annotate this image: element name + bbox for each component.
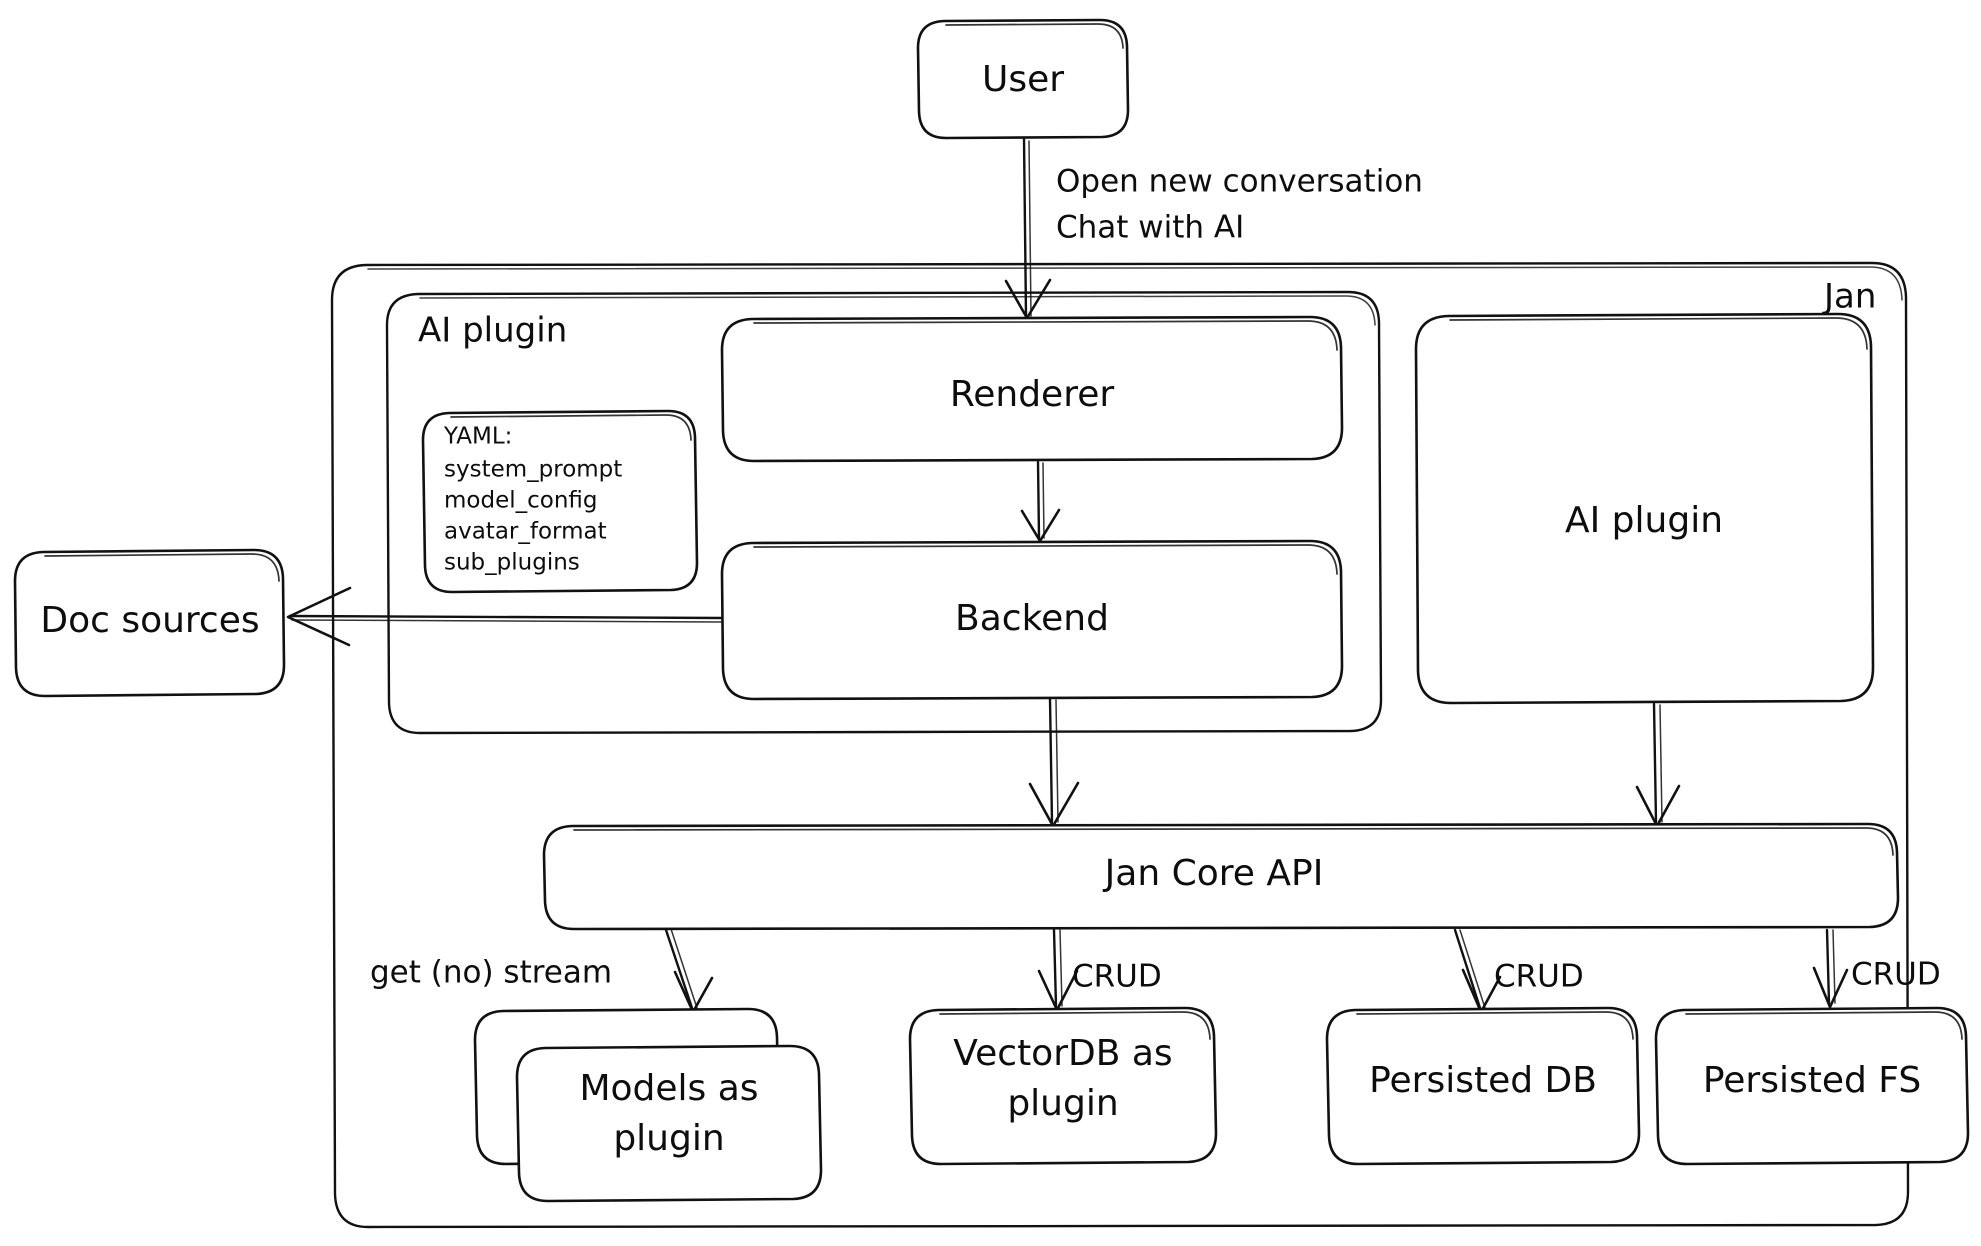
yaml-line-0: YAML: <box>443 424 512 450</box>
persisted-fs-box[interactable] <box>1654 1006 1970 1166</box>
doc-sources-box-sketch <box>44 553 280 582</box>
yaml-line-3: avatar_format <box>444 519 607 545</box>
container-jan-label: Jan <box>1822 277 1876 317</box>
container-ai-plugin-group-label: AI plugin <box>418 311 567 351</box>
edge-core-models-line <box>664 928 694 1010</box>
node-doc-sources[interactable]: Doc sources <box>13 548 286 698</box>
edge-core-vectordb-line-sketch <box>1059 929 1063 1007</box>
ai-plugin-right-label: AI plugin <box>1565 500 1723 541</box>
node-persisted-fs[interactable]: Persisted FS <box>1654 1006 1970 1166</box>
vectordb-as-plugin-label-line2: plugin <box>1007 1083 1118 1124</box>
yaml-box[interactable] <box>421 409 699 594</box>
edge-renderer-backend-arrowhead <box>1020 508 1061 543</box>
jan-core-api-box[interactable] <box>542 822 1900 931</box>
edge-label-crud-vectordb: CRUD <box>1072 959 1162 995</box>
persisted-fs-label: Persisted FS <box>1703 1060 1921 1101</box>
models-as-plugin-label-line2: plugin <box>613 1118 724 1159</box>
node-jan-core-api[interactable]: Jan Core API <box>542 822 1900 931</box>
backend-box-sketch <box>753 544 1338 575</box>
edge-backend-docsources-line <box>288 614 724 620</box>
persisted-db-box[interactable] <box>1325 1006 1641 1166</box>
renderer-box[interactable] <box>720 315 1344 463</box>
edge-ai-plugin-to-core <box>1635 702 1681 828</box>
edge-user-renderer-line-sketch <box>1028 140 1032 317</box>
edge-renderer-backend-line-sketch <box>1042 462 1045 539</box>
yaml-box-sketch <box>450 414 692 441</box>
edge-core-persisteddb-line <box>1453 928 1482 1010</box>
vectordb-as-plugin-box-sketch <box>939 1011 1211 1040</box>
backend-label: Backend <box>955 598 1109 639</box>
container-ai-plugin-group: AI plugin <box>385 290 1383 735</box>
edge-core-models-arrowhead <box>673 970 714 1014</box>
edge-label-chat-with-ai: Chat with AI <box>1056 210 1244 246</box>
backend-box[interactable] <box>720 539 1344 701</box>
persisted-db-box-sketch <box>1356 1011 1634 1040</box>
edge-backend-core-line-sketch <box>1055 699 1059 823</box>
node-persisted-db[interactable]: Persisted DB <box>1325 1006 1641 1166</box>
edge-renderer-to-backend <box>1020 460 1061 543</box>
doc-sources-label: Doc sources <box>40 600 259 641</box>
user-box-sketch <box>945 23 1124 49</box>
models-as-plugin-box[interactable] <box>515 1044 823 1203</box>
edge-user-renderer-line <box>1022 137 1028 318</box>
container-jan: Jan <box>330 261 1910 1229</box>
jan-outline <box>330 261 1910 1229</box>
vectordb-as-plugin-box[interactable] <box>908 1006 1218 1166</box>
yaml-line-2: model_config <box>444 488 598 514</box>
jan-outline-sketch <box>367 266 1903 301</box>
node-backend[interactable]: Backend <box>720 539 1344 701</box>
edge-core-persistedfs-arrowhead <box>1812 966 1849 1009</box>
node-ai-plugin-right[interactable]: AI plugin <box>1414 312 1875 705</box>
edge-core-vectordb-line <box>1052 928 1058 1008</box>
renderer-box-sketch <box>753 320 1338 351</box>
edge-core-to-persisted-db: CRUD <box>1453 928 1584 1014</box>
vectordb-as-plugin-label-line1: VectorDB as <box>953 1033 1172 1074</box>
node-user[interactable]: User <box>916 18 1130 140</box>
edge-core-models-line-sketch <box>670 928 698 1009</box>
node-yaml-config[interactable]: YAML: system_prompt model_config avatar_… <box>421 409 699 594</box>
edge-backend-core-line <box>1048 697 1054 824</box>
edge-aiplugin-core-line-sketch <box>1659 704 1663 823</box>
yaml-line-1: system_prompt <box>444 457 622 483</box>
persisted-fs-box-sketch <box>1685 1011 1963 1040</box>
edge-core-persistedfs-line-sketch <box>1832 929 1836 1004</box>
jan-core-api-label: Jan Core API <box>1103 853 1324 894</box>
edge-user-renderer-arrowhead <box>1004 278 1052 320</box>
edge-core-to-persisted-fs: CRUD <box>1812 928 1941 1009</box>
edge-core-to-vectordb: CRUD <box>1037 928 1162 1012</box>
ai-plugin-right-box[interactable] <box>1414 312 1875 705</box>
doc-sources-box[interactable] <box>13 548 286 698</box>
models-as-plugin-label-line1: Models as <box>579 1068 758 1109</box>
edge-label-crud-persisted-fs: CRUD <box>1851 957 1941 993</box>
edge-label-crud-persisted-db: CRUD <box>1494 959 1584 995</box>
user-box[interactable] <box>916 18 1130 140</box>
node-renderer[interactable]: Renderer <box>720 315 1344 463</box>
edge-renderer-backend-line <box>1036 460 1041 540</box>
ai-plugin-group-outline-sketch <box>419 295 1376 326</box>
edge-backend-to-doc-sources <box>286 586 724 647</box>
jan-core-api-box-sketch <box>573 827 1894 856</box>
edge-backend-core-arrowhead <box>1028 781 1080 828</box>
edge-aiplugin-core-arrowhead <box>1635 784 1681 828</box>
edge-label-get-no-stream: get (no) stream <box>370 955 612 991</box>
persisted-db-label: Persisted DB <box>1369 1060 1597 1101</box>
edge-user-to-renderer: Open new conversation Chat with AI <box>1004 137 1423 320</box>
edge-core-to-models: get (no) stream <box>370 928 714 1014</box>
ai-plugin-group-outline <box>385 290 1383 735</box>
edge-backend-docsources-line-sketch <box>291 619 723 623</box>
ai-plugin-right-box-sketch <box>1449 317 1868 350</box>
edge-core-persistedfs-line <box>1825 928 1831 1005</box>
edge-aiplugin-core-line <box>1652 702 1658 824</box>
yaml-line-4: sub_plugins <box>444 550 580 576</box>
node-models-as-plugin[interactable]: Models as plugin <box>473 1007 823 1203</box>
edge-backend-to-core <box>1028 697 1080 828</box>
node-vectordb-as-plugin[interactable]: VectorDB as plugin <box>908 1006 1218 1166</box>
user-label: User <box>982 59 1064 100</box>
edge-backend-docsources-arrowhead <box>286 586 352 647</box>
renderer-label: Renderer <box>950 374 1115 415</box>
edge-label-open-conversation: Open new conversation <box>1056 164 1423 200</box>
edge-core-persisteddb-line-sketch <box>1459 929 1486 1009</box>
